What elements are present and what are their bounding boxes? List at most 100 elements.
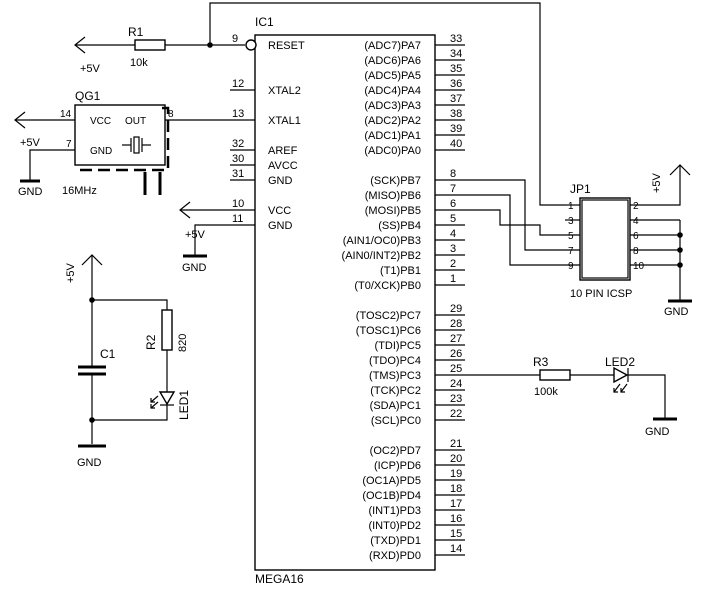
- ic-pin-number: 14: [450, 543, 462, 555]
- jp1-vcc-wire: [630, 165, 681, 206]
- ic-gnd-label: GND: [182, 262, 207, 274]
- ic-pin-label: (SDA)PC1: [370, 400, 421, 412]
- ic1-left-pins: 9RESET12XTAL213XTAL132AREF30AVCC31GND10V…: [232, 33, 305, 232]
- ic-pin-t1-pb1-2: 2(T1)PB1: [380, 258, 465, 277]
- qg1-pin14-num: 14: [60, 109, 72, 120]
- c1-ref: C1: [100, 347, 116, 361]
- ic-pin-label: (ADC6)PA6: [364, 55, 421, 67]
- ic-pin-number: 37: [450, 93, 462, 105]
- ic-pin-number: 16: [450, 513, 462, 525]
- c1-vcc-label: +5V: [65, 262, 77, 283]
- r2-value: 820: [177, 334, 189, 352]
- vcc-arrow-r1: [74, 36, 86, 54]
- ic-pin-number: 4: [450, 228, 456, 240]
- ic-pin-number: 36: [450, 78, 462, 90]
- ic-pin-adc6-pa6-34: 34(ADC6)PA6: [364, 48, 465, 67]
- ic-pin-number: 9: [232, 33, 238, 45]
- ic-pin-number: 7: [450, 183, 456, 195]
- ic-pin-int0-pd2-16: 16 (INT0)PD2: [368, 513, 465, 532]
- ic-pin-label: (MOSI)PB5: [365, 205, 421, 217]
- mosi-wire: [465, 209, 580, 236]
- ic-pin-t0-xck-pb0-1: 1 (T0/XCK)PB0: [354, 273, 465, 292]
- ic-pin-adc4-pa4-36: 36(ADC4)PA4: [364, 78, 465, 97]
- ic-pin-adc3-pa3-37: 37(ADC3)PA3: [364, 93, 465, 112]
- vcc-arrow-qg1: [14, 111, 26, 129]
- led1-gnd-wire: [92, 405, 168, 421]
- ic-pin-number: 39: [450, 123, 462, 135]
- ic-pin-txd-pd1-15: 15(TXD)PD1: [370, 528, 465, 547]
- ic-pin-label: (INT0)PD2: [368, 520, 421, 532]
- ic-pin-number: 2: [450, 258, 456, 270]
- ic-pin-label: (ADC0)PA0: [364, 145, 421, 157]
- ic-pin-scl-pc0-22: 22(SCL)PC0: [371, 408, 465, 427]
- jp1-pin-4: 4: [633, 216, 639, 227]
- ic-pin-number: 3: [450, 243, 456, 255]
- ic-pin-icp-pd6-20: 20(ICP)PD6: [374, 453, 465, 472]
- ic-pin-label: (ADC5)PA5: [364, 70, 421, 82]
- ic-pin-label: XTAL1: [268, 115, 301, 127]
- jp1-pin-2: 2: [633, 201, 639, 212]
- ic-pin-number: 31: [232, 168, 244, 180]
- jp1-vcc-label: +5V: [651, 172, 663, 193]
- ic-pin-number: 24: [450, 378, 462, 390]
- r1-vcc-label: +5V: [80, 63, 101, 75]
- ic-pin-label: (OC1A)PD5: [362, 475, 421, 487]
- oscillator-qg1: QG1 VCC OUT GND 16MHz 14 GND +5V 7 8: [14, 89, 255, 198]
- ic-pin-ain1-oc0-pb3-4: 4(AIN1/OC0)PB3: [343, 228, 465, 247]
- jp1-pin-7: 7: [568, 246, 574, 257]
- vcc-arrow-ic: [179, 201, 191, 219]
- qg1-pin7-vcc-label: +5V: [20, 137, 41, 149]
- ic-pin-number: 1: [450, 273, 456, 285]
- ic-pin-number: 25: [450, 363, 462, 375]
- r3-ref: R3: [533, 355, 549, 369]
- qg1-pin-gnd: GND: [90, 146, 112, 157]
- ic-pin-adc7-pa7-33: 33(ADC7)PA7: [364, 33, 465, 52]
- ic-pin-label: (TMS)PC3: [369, 370, 421, 382]
- led2-gnd-wire: [628, 374, 666, 418]
- ic-pin-tms-pc3-25: 25 (TMS)PC3: [369, 363, 465, 382]
- ic-pin-number: 26: [450, 348, 462, 360]
- ic-pin-label: VCC: [268, 205, 291, 217]
- ic-pin-number: 32: [232, 138, 244, 150]
- ic-pin-label: (MISO)PB6: [365, 190, 421, 202]
- ic-pin-label: (AIN0/INT2)PB2: [342, 250, 421, 262]
- ic-pin-adc2-pa2-38: 38(ADC2)PA2: [364, 108, 465, 127]
- ic1-body: [254, 34, 436, 571]
- jp1-pin-3: 3: [568, 216, 574, 227]
- crystal-icon: [122, 136, 151, 154]
- ic-pin-number: 23: [450, 393, 462, 405]
- ic-pin-label: (OC2)PD7: [370, 445, 421, 457]
- jp1-pin-6: 6: [633, 231, 639, 242]
- qg1-pin-vcc: VCC: [90, 116, 111, 127]
- junction-jp1-10: [677, 262, 683, 268]
- led1-ref: LED1: [177, 390, 191, 420]
- ic-pin-oc1a-pd5-19: 19(OC1A)PD5: [362, 468, 465, 487]
- ic-pin-ss-pb4-5: 5(SS)PB4: [378, 213, 465, 232]
- ic-pin-oc1b-pd4-18: 18(OC1B)PD4: [362, 483, 465, 502]
- jp1-label: 10 PIN ICSP: [570, 288, 632, 300]
- ic-pin-sda-pc1-23: 23 (SDA)PC1: [370, 393, 465, 412]
- ic-pin-number: 5: [450, 213, 456, 225]
- r2-ref: R2: [144, 334, 158, 350]
- r3-value: 100k: [534, 386, 558, 398]
- ic-power: GND +5V: [179, 201, 255, 274]
- ic-pin-number: 13: [232, 108, 244, 120]
- ic-pin-label: (TOSC2)PC7: [356, 310, 421, 322]
- r3-body: [539, 369, 571, 381]
- ic-pin-number: 8: [450, 168, 456, 180]
- ic-pin-label: (INT1)PD3: [368, 505, 421, 517]
- ic-pin-label: XTAL2: [268, 85, 301, 97]
- ic-pin-label: AREF: [268, 145, 298, 157]
- ic-pin-tck-pc2-24: 24(TCK)PC2: [370, 378, 465, 397]
- ic-pin-label: (T0/XCK)PB0: [354, 280, 421, 292]
- ic-pin-miso-pb6-7: 7 (MISO)PB6: [365, 183, 465, 202]
- ic-pin-number: 33: [450, 33, 462, 45]
- junction-jp1-6: [677, 232, 683, 238]
- ic-pin-number: 12: [232, 78, 244, 90]
